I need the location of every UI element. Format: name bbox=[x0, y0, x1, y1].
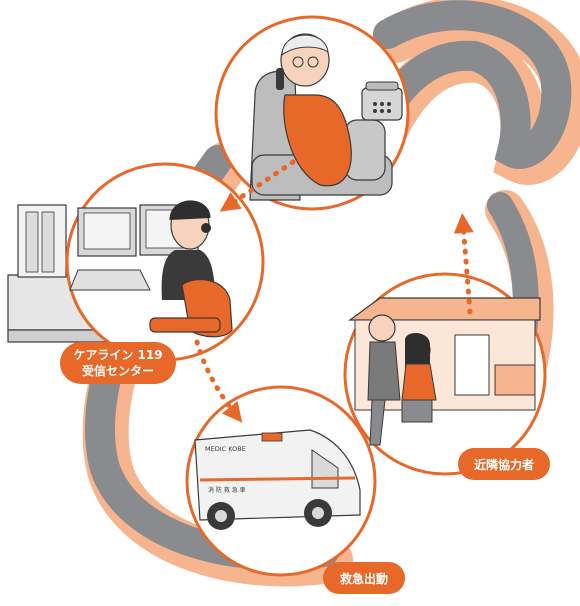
neighbor-couple-icon bbox=[367, 314, 437, 446]
dotted-arrows bbox=[194, 159, 474, 423]
neighbor-label: 近隣協力者 bbox=[458, 448, 550, 480]
ambulance-label: 救急出動 bbox=[323, 562, 405, 594]
care-line-text: ケアライン 119 bbox=[73, 348, 162, 362]
ambulance-brand-text: MEDIC KOBE bbox=[205, 445, 246, 453]
ambulance-text: 救急出動 bbox=[340, 571, 388, 586]
ambulance-side-text: 消 防 救 急 車 bbox=[208, 486, 246, 494]
dotted-arrow-center-to-ambulance bbox=[194, 339, 243, 423]
operator-scene bbox=[65, 162, 265, 362]
caller-scene bbox=[214, 15, 410, 211]
dotted-arrow-caller-to-center bbox=[219, 159, 296, 212]
telephone-icon bbox=[361, 81, 403, 121]
ambulance-icon: MEDIC KOBE 消 防 救 急 車 bbox=[194, 429, 361, 530]
elderly-caller-icon bbox=[276, 33, 352, 187]
ambulance-scene: MEDIC KOBE 消 防 救 急 車 bbox=[185, 385, 377, 577]
reception-center-label: ケアライン 119 受信センター bbox=[60, 342, 176, 384]
neighbor-scene bbox=[343, 272, 547, 476]
reception-center-text: 受信センター bbox=[82, 363, 154, 378]
office-chair-icon bbox=[149, 278, 233, 338]
neighbor-text: 近隣協力者 bbox=[474, 457, 534, 472]
